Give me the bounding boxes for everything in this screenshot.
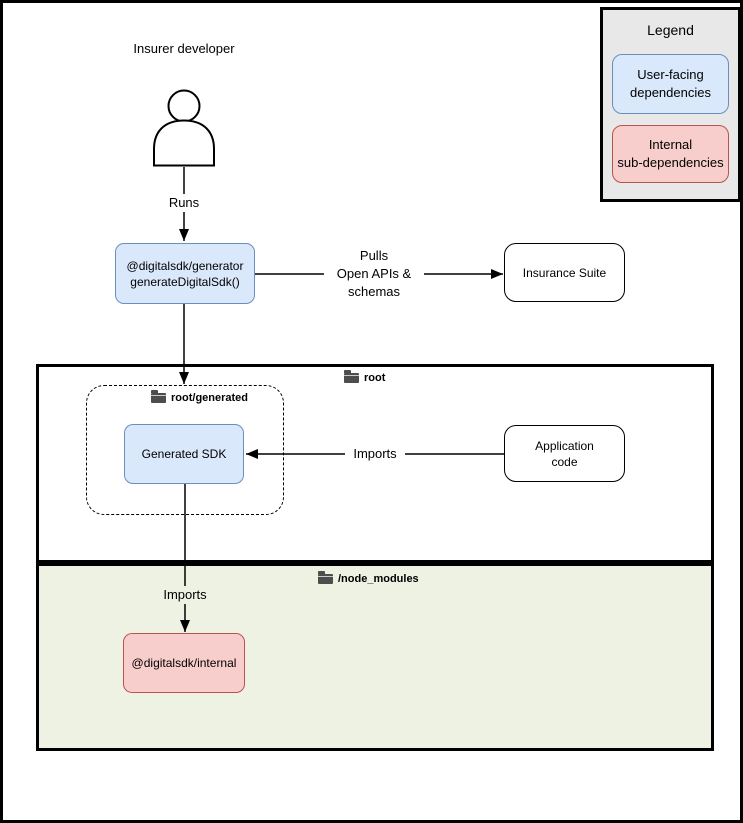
- node-insurance-suite: Insurance Suite: [504, 243, 625, 302]
- root-generated-label-text: root/generated: [171, 392, 249, 404]
- node-generated-sdk: Generated SDK: [124, 424, 244, 484]
- root-container-label: root: [344, 370, 386, 384]
- node-application-code: Application code: [504, 425, 625, 482]
- edge-label-runs: Runs: [159, 194, 209, 212]
- actor-label: Insurer developer: [124, 39, 244, 58]
- legend-title: Legend: [647, 22, 694, 38]
- legend-item-internal: Internal sub-dependencies: [612, 125, 729, 183]
- folder-icon: [318, 571, 333, 584]
- node-digitalsdk-internal: @digitalsdk/internal: [123, 633, 245, 693]
- edge-label-imports-internal: Imports: [155, 586, 215, 604]
- actor-label-text: Insurer developer: [133, 41, 235, 56]
- node-modules-container-label: /node_modules: [318, 571, 419, 585]
- folder-icon: [344, 370, 359, 383]
- root-container-label-text: root: [364, 372, 386, 384]
- legend-item-user-facing: User-facing dependencies: [612, 54, 729, 114]
- node-modules-label-text: /node_modules: [338, 573, 419, 585]
- legend: Legend User-facing dependencies Internal…: [600, 7, 740, 202]
- person-icon: [153, 89, 215, 167]
- root-generated-container-label: root/generated: [151, 390, 249, 404]
- node-generator: @digitalsdk/generator generateDigitalSdk…: [115, 243, 255, 304]
- edge-label-imports-app: Imports: [345, 445, 405, 463]
- edge-label-pulls: Pulls Open APIs & schemas: [324, 247, 424, 301]
- folder-icon: [151, 390, 166, 403]
